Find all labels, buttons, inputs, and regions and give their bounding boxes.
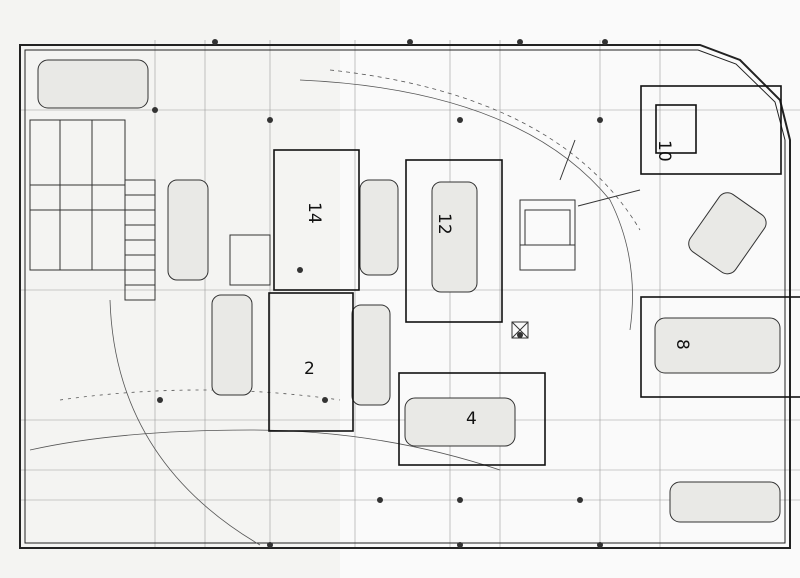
car (359, 179, 399, 276)
parking-space-10: 10 (640, 85, 782, 175)
parking-space-14: 14 (273, 149, 360, 291)
car (167, 179, 209, 281)
space-number: 14 (304, 202, 324, 224)
car (654, 317, 781, 374)
car (669, 481, 781, 523)
car (431, 181, 478, 293)
space-number: 2 (304, 359, 315, 379)
space-number: 10 (654, 140, 674, 162)
car (351, 304, 391, 406)
car (688, 192, 767, 275)
cross-marker-icon (511, 321, 529, 339)
parking-space-12: 12 (405, 159, 503, 323)
stair (524, 139, 641, 246)
space-number: 4 (466, 409, 477, 429)
parking-space-4: 4 (398, 372, 546, 466)
parking-space-2: 2 (268, 292, 354, 432)
parking-spaces: 10 14 12 8 2 4 (268, 85, 800, 466)
outer-walls (19, 44, 791, 549)
parking-space-8: 8 (640, 296, 800, 398)
car (404, 397, 516, 447)
car (211, 294, 253, 396)
car (37, 59, 149, 109)
cars (37, 59, 781, 523)
column-markers (152, 39, 608, 548)
space-number: 12 (434, 213, 454, 235)
space-number: 8 (672, 339, 692, 350)
